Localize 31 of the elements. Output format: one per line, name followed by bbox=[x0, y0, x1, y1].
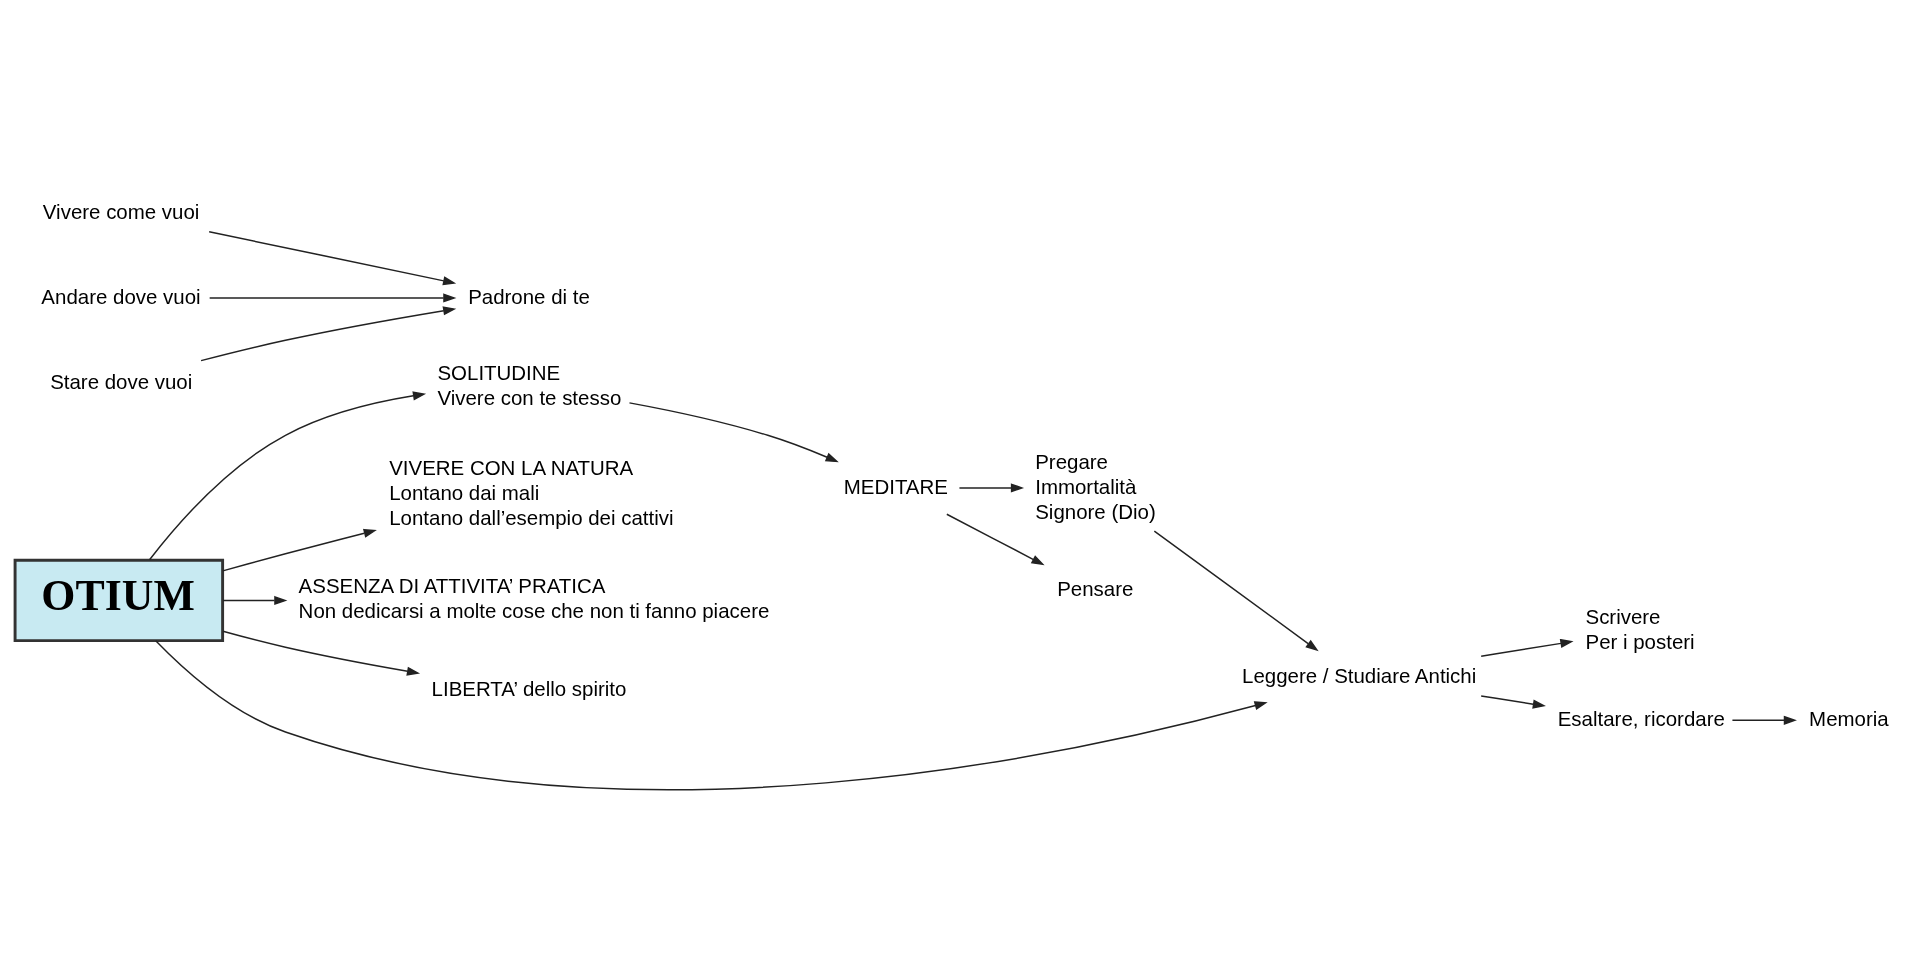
arrow bbox=[958, 483, 1025, 493]
node-text: Esaltare, ricordare bbox=[1557, 707, 1725, 731]
arrow bbox=[1480, 638, 1574, 657]
arrow bbox=[200, 306, 457, 362]
node-text: MEDITARE bbox=[843, 475, 948, 499]
node-text: SOLITUDINE Vivere con te stesso bbox=[437, 361, 622, 409]
arrow bbox=[1153, 530, 1319, 652]
arrow bbox=[222, 630, 421, 676]
arrow bbox=[1731, 715, 1797, 725]
arrow bbox=[208, 293, 457, 303]
arrow bbox=[946, 513, 1045, 566]
node-text: Scrivere Per i posteri bbox=[1585, 605, 1695, 653]
arrow bbox=[208, 231, 457, 286]
node-text: Pensare bbox=[1057, 577, 1134, 601]
node-text: Pregare Immortalità Signore (Dio) bbox=[1035, 450, 1156, 523]
arrow bbox=[155, 640, 1268, 791]
node-text: Memoria bbox=[1809, 707, 1889, 731]
node-text: Vivere come vuoi bbox=[42, 200, 200, 224]
node-text: Stare dove vuoi bbox=[50, 369, 193, 393]
node-text: Andare dove vuoi bbox=[41, 285, 201, 309]
node-text: ASSENZA DI ATTIVITA’ PRATICA Non dedicarsi a molte cose che non ti fanno piacere bbox=[298, 574, 770, 623]
arrow bbox=[222, 528, 377, 572]
node-box: OTIUM bbox=[13, 558, 225, 643]
node-text: LIBERTA’ dello spirito bbox=[431, 676, 627, 700]
node-text: Padrone di te bbox=[468, 285, 590, 309]
arrow bbox=[628, 402, 839, 463]
node-text: VIVERE CON LA NATURA Lontano dai mali Lontano dall’esempio dei cattivi bbox=[389, 456, 674, 529]
arrow bbox=[1480, 695, 1546, 709]
arrow bbox=[148, 391, 427, 561]
arrow bbox=[222, 595, 288, 606]
node-text: Leggere / Studiare Antichi bbox=[1242, 663, 1477, 687]
